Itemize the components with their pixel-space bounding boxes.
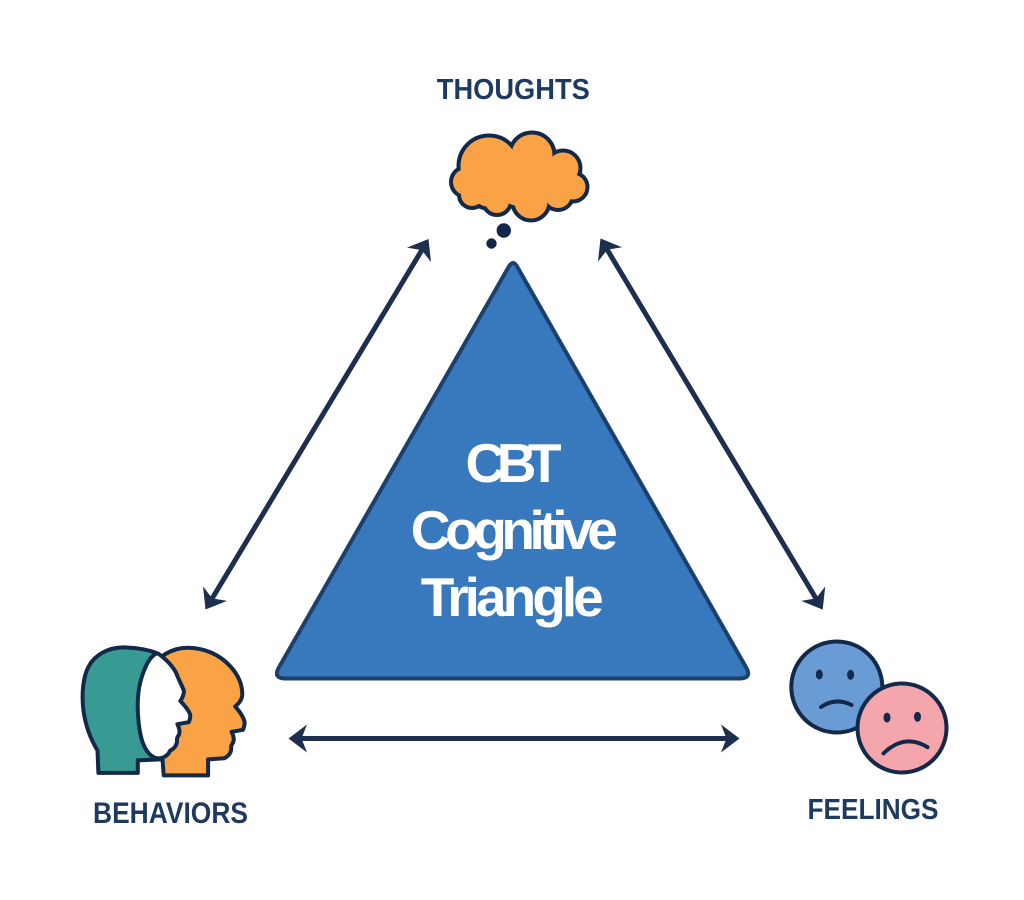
svg-text:Cognitive: Cognitive	[411, 499, 618, 561]
svg-text:Triangle: Triangle	[421, 566, 604, 628]
svg-text:CBT: CBT	[466, 432, 562, 494]
svg-text:THOUGHTS: THOUGHTS	[437, 74, 590, 106]
svg-text:BEHAVIORS: BEHAVIORS	[93, 797, 248, 830]
svg-text:FEELINGS: FEELINGS	[808, 794, 939, 826]
